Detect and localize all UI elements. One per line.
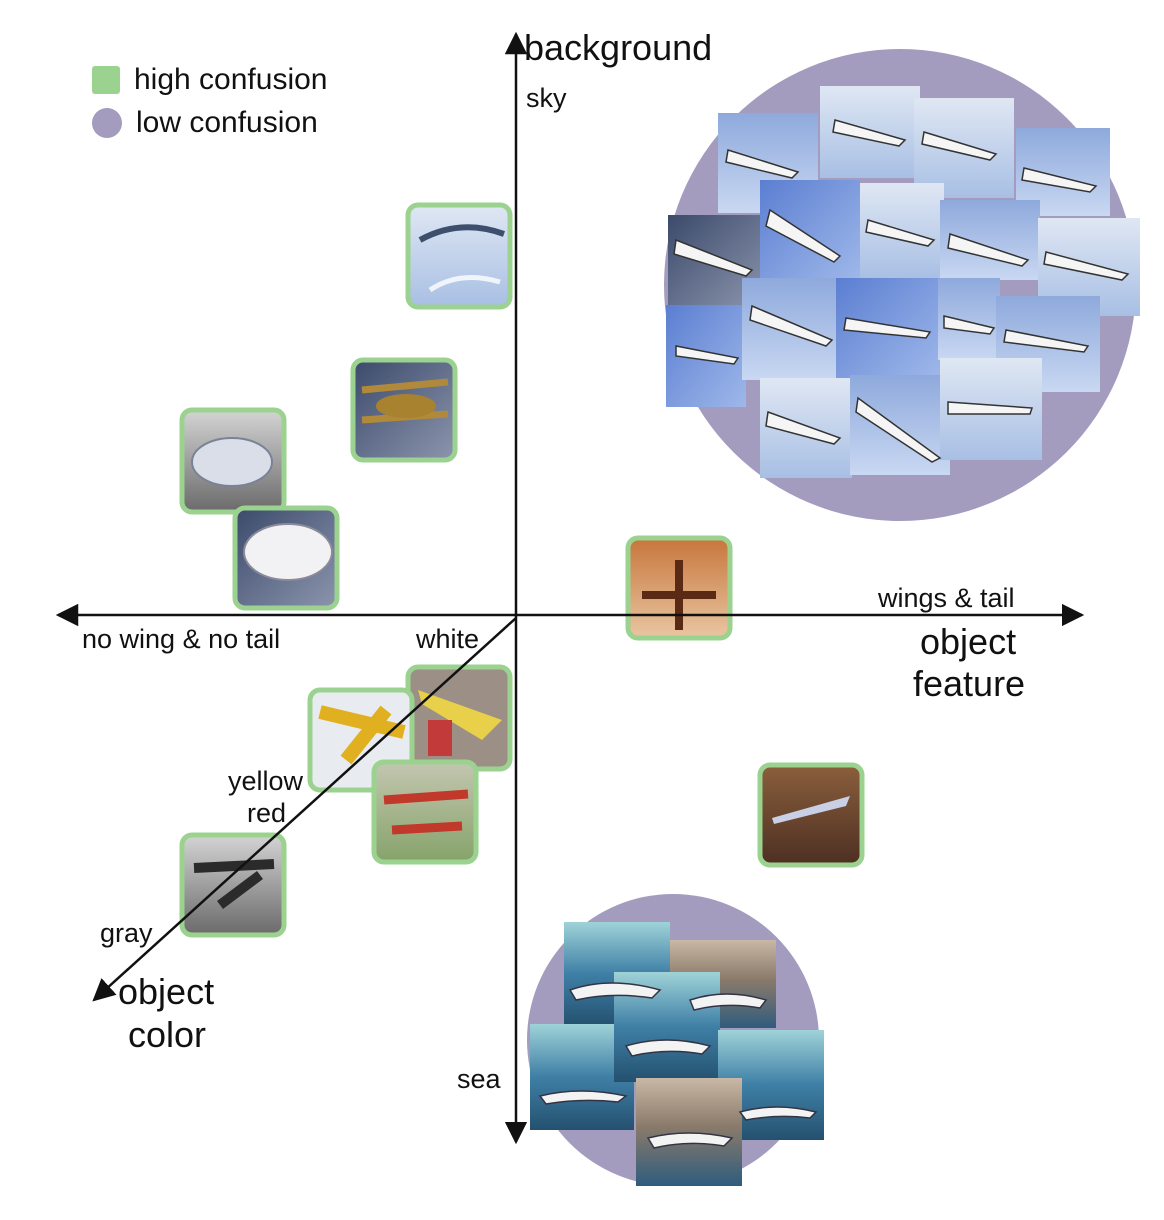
legend-low-label: low confusion (136, 106, 318, 139)
legend-high-label: high confusion (134, 63, 328, 96)
y-axis-top-label: sky (526, 83, 567, 113)
thumb-biplane-gold (350, 357, 458, 463)
purple-circle-icon (92, 107, 122, 138)
x-axis-title-line2: feature (913, 663, 1025, 704)
thumb-yellow-plane-right (405, 664, 513, 772)
color-axis-yellow-label: yellow (228, 766, 304, 796)
legend: high confusion low confusion (92, 58, 327, 144)
legend-high-confusion: high confusion (92, 58, 327, 101)
thumb-hangar-jet (179, 407, 287, 515)
thumb-red-biplane (371, 759, 479, 865)
y-axis-bottom-label: sea (457, 1064, 502, 1094)
thumb-gray-plane (179, 832, 287, 938)
sky-cluster-photos (666, 86, 1140, 478)
x-axis-left-label: no wing & no tail (82, 624, 280, 654)
color-axis-title-line2: color (128, 1014, 206, 1055)
x-axis-right-label: wings & tail (877, 583, 1015, 613)
legend-low-confusion: low confusion (92, 101, 327, 144)
thumb-sky-propeller (405, 202, 513, 310)
thumb-orange-plane (625, 535, 733, 641)
color-axis-red-label: red (247, 798, 286, 828)
sea-cluster-photos (530, 922, 824, 1186)
green-square-icon (92, 65, 120, 94)
color-axis (92, 617, 517, 1002)
thumb-white-jet-nose (232, 505, 340, 611)
y-axis-title: background (524, 27, 712, 68)
color-axis-white-label: white (415, 624, 479, 654)
x-axis-title-line1: object (920, 621, 1016, 662)
color-axis-title-line1: object (118, 971, 214, 1012)
axes (55, 31, 1085, 1145)
color-axis-gray-label: gray (100, 918, 153, 948)
thumb-field-plane (757, 762, 865, 868)
high-confusion-thumbnails (179, 202, 865, 938)
